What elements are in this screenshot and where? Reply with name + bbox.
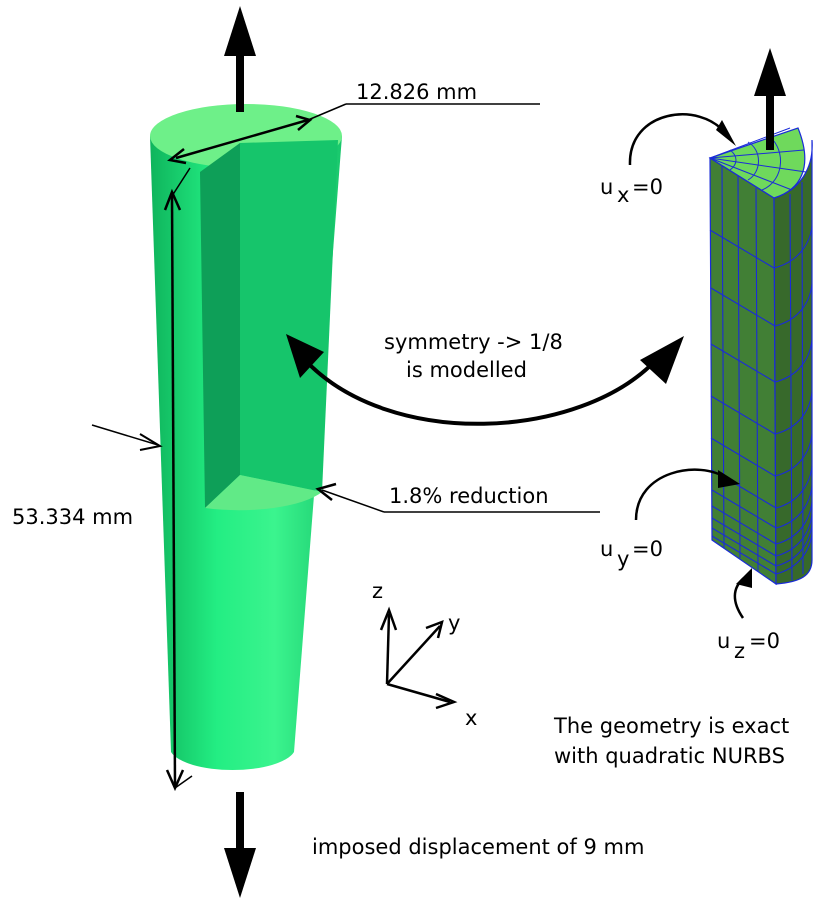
- bc-ux-symbol: u: [600, 175, 613, 199]
- cut-face-right: [240, 140, 338, 492]
- symmetry-label-line1: symmetry -> 1/8: [384, 330, 563, 354]
- length-label: 53.334 mm: [12, 505, 133, 529]
- symmetry-label-line2: is modelled: [406, 358, 527, 382]
- axis-x-label: x: [465, 706, 477, 730]
- bc-ux-subscript: x: [617, 183, 629, 207]
- diameter-dimension: [167, 103, 540, 165]
- length-dimension: [91, 167, 193, 792]
- mesh-front-face: [709, 156, 777, 586]
- symmetry-arrow: [286, 334, 684, 426]
- bc-ux-value: =0: [632, 175, 663, 199]
- bc-uz-symbol: u: [717, 629, 730, 653]
- full-specimen: [150, 104, 342, 771]
- bc-uz-value: =0: [749, 629, 780, 653]
- geometry-caption-line2: with quadratic NURBS: [554, 744, 785, 768]
- bc-uz-subscript: z: [734, 639, 745, 663]
- axis-y-label: y: [448, 611, 460, 635]
- bc-arrow-uz: [733, 568, 752, 619]
- mesh-curved-face: [773, 139, 813, 585]
- bc-uy-subscript: y: [617, 547, 629, 571]
- mesh-load-arrow: [754, 48, 786, 150]
- coordinate-axes: [379, 606, 458, 710]
- cut-face-left: [200, 143, 240, 508]
- reduction-label: 1.8% reduction: [389, 484, 549, 508]
- bc-arrow-ux: [628, 113, 736, 166]
- displacement-caption: imposed displacement of 9 mm: [312, 835, 644, 859]
- mesh-top-face: [708, 127, 806, 199]
- load-arrow-bottom: [224, 792, 256, 898]
- bc-arrow-uy: [634, 468, 740, 521]
- load-arrow-top: [224, 6, 256, 112]
- reduction-leader: [315, 482, 600, 513]
- mesh-specimen: [708, 127, 813, 586]
- cut-bottom-face: [205, 475, 322, 511]
- axis-z-label: z: [372, 579, 383, 603]
- geometry-caption-line1: The geometry is exact: [553, 714, 789, 738]
- bc-uy-symbol: u: [600, 537, 613, 561]
- bc-uy-value: =0: [632, 537, 663, 561]
- diameter-label: 12.826 mm: [356, 80, 477, 104]
